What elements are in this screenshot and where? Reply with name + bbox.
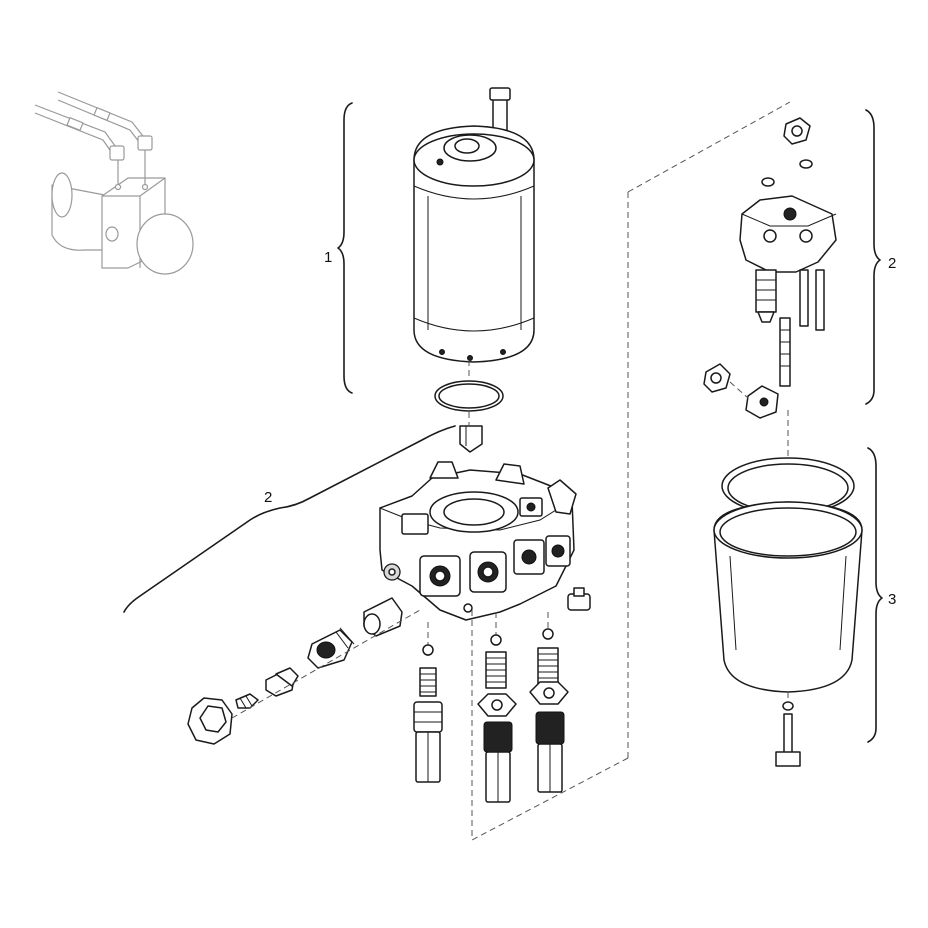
installation-inset <box>34 91 194 275</box>
callout-3: 3 <box>888 591 896 608</box>
callout-2-left: 2 <box>264 489 272 506</box>
valve-stack-2 <box>477 612 517 803</box>
assembly-bracket <box>471 101 791 841</box>
valve-body <box>379 461 577 621</box>
retaining-clip <box>459 425 483 453</box>
callout-1: 1 <box>324 249 332 266</box>
leader-2-left: 2 <box>123 425 456 613</box>
purge-valve-assembly <box>703 117 837 419</box>
brace-group-2: 2 <box>865 109 896 405</box>
o-ring-upper <box>434 380 504 412</box>
brace-group-1: 1 <box>324 102 353 394</box>
desiccant-cartridge <box>713 410 863 767</box>
brace-group-3: 3 <box>867 447 896 743</box>
valve-stack-3 <box>529 612 569 793</box>
drain-plug <box>567 587 591 611</box>
dryer-canister <box>413 87 535 363</box>
fitting-chain-left <box>187 597 421 745</box>
valve-stack-1 <box>413 622 443 783</box>
callout-2-right: 2 <box>888 255 896 272</box>
